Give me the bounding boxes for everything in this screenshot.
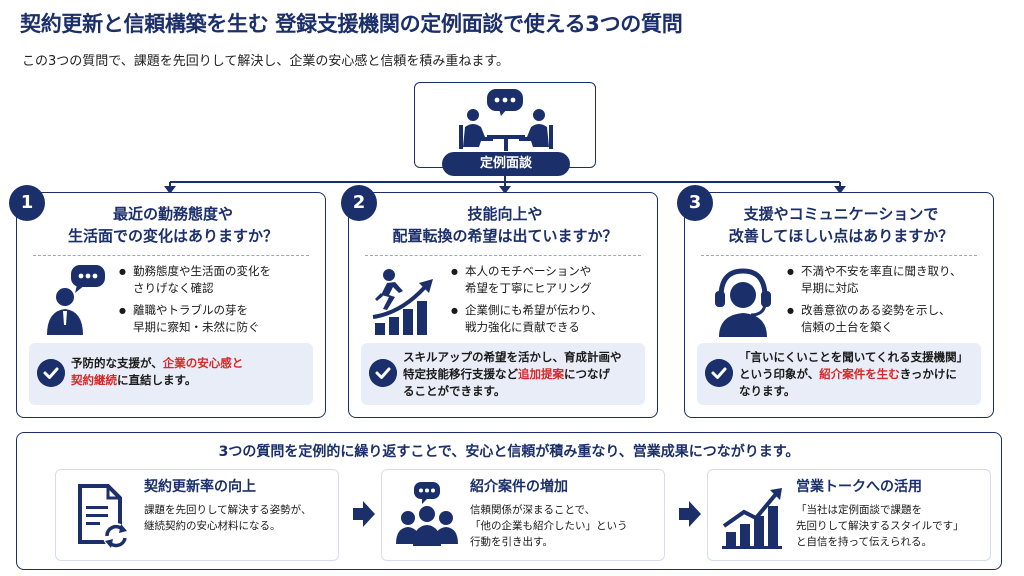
dashed-divider	[33, 255, 309, 256]
number-badge: 1	[9, 185, 45, 221]
callout-text: 予防的な支援が、企業の安心感と 契約継続に直結します。	[71, 356, 244, 387]
check-icon	[369, 359, 397, 387]
check-icon	[705, 359, 733, 387]
bullet-item: 企業側にも希望が伝わり、 戦力強化に貢献できる	[451, 302, 651, 336]
outcome-card-renewal: 契約更新率の向上 課題を先回りして解決する姿勢が、 継続契約の安心材料になる。	[55, 469, 339, 561]
arrow-right-icon	[353, 501, 375, 527]
number-badge: 2	[341, 185, 377, 221]
bullet-list: 本人のモチベーションや 希望を丁寧にヒアリング 企業側にも希望が伝わり、 戦力強…	[451, 263, 651, 341]
arrow-right-icon	[679, 501, 701, 527]
check-icon	[37, 359, 65, 387]
group-speech-icon	[396, 482, 458, 546]
outcome-title: 契約更新率の向上	[144, 479, 256, 495]
dashed-divider	[365, 255, 641, 256]
benefit-callout: 予防的な支援が、企業の安心感と 契約継続に直結します。	[29, 343, 313, 405]
meeting-icon	[459, 89, 553, 151]
bullet-item: 本人のモチベーションや 希望を丁寧にヒアリング	[451, 263, 651, 297]
regular-meeting-label: 定例面談	[442, 152, 570, 176]
outcomes-panel: 3つの質問を定例的に繰り返すことで、安心と信頼が積み重なり、営業成果につながりま…	[16, 432, 1002, 570]
connector-lines	[164, 176, 846, 194]
outcome-title: 紹介案件の増加	[470, 479, 568, 495]
question-card-2: 2 技能向上や 配置転換の希望は出ていますか？ 本人のモチベーションや 希望を丁…	[341, 185, 658, 418]
outcomes-headline: 3つの質問を定例的に繰り返すことで、安心と信頼が積み重なり、営業成果につながりま…	[218, 444, 800, 460]
bullet-item: 離職やトラブルの芽を 早期に察知・未然に防ぐ	[119, 302, 319, 336]
question-card-1: 1 最近の勤務態度や 生活面での変化はありますか？ 勤務態度や生活面の変化を さ…	[9, 185, 326, 418]
question-title: 支援やコミュニケーションで 改善してほしい点はありますか？	[728, 205, 954, 245]
dashed-divider	[701, 255, 977, 256]
outcome-card-referrals: 紹介案件の増加 信頼関係が深まることで、 「他の企業も紹介したい」という 行動を…	[381, 469, 665, 561]
headset-operator-icon	[715, 268, 771, 337]
bullet-list: 勤務態度や生活面の変化を さりげなく確認 離職やトラブルの芽を 早期に察知・未然…	[119, 263, 319, 341]
question-title: 最近の勤務態度や 生活面での変化はありますか？	[67, 205, 278, 245]
benefit-callout: 「言いにくいことを聞いてくれる支援機関」 という印象が、紹介案件を生むきっかけに…	[697, 343, 981, 405]
document-renew-icon	[78, 484, 129, 549]
bullet-item: 改善意欲のある姿勢を示し、 信頼の土台を築く	[787, 302, 987, 336]
growth-runner-icon	[372, 269, 433, 335]
benefit-callout: スキルアップの希望を活かし、育成計画や 特定技能移行支援など追加提案につなげ る…	[361, 343, 645, 405]
callout-text: 「言いにくいことを聞いてくれる支援機関」 という印象が、紹介案件を生むきっかけに…	[739, 350, 969, 398]
bullet-item: 不満や不安を率直に聞き取り、 早期に対応	[787, 263, 987, 297]
question-title: 技能向上や 配置転換の希望は出ていますか？	[392, 205, 618, 245]
bullet-list: 不満や不安を率直に聞き取り、 早期に対応 改善意欲のある姿勢を示し、 信頼の土台…	[787, 263, 987, 341]
outcome-card-sales-talk: 営業トークへの活用 「当社は定例面談で課題を 先回りして解決するスタイルです」 …	[707, 469, 991, 561]
outcome-text: 「当社は定例面談で課題を 先回りして解決するスタイルです」 と自信を持って伝えら…	[796, 504, 964, 548]
growth-chart-icon	[722, 488, 782, 549]
page-subtitle: この3つの質問で、課題を先回りして解決し、企業の安心感と信頼を積み重ねます。	[22, 54, 510, 69]
callout-text: スキルアップの希望を活かし、育成計画や 特定技能移行支援など追加提案につなげ る…	[403, 350, 622, 398]
page-title: 契約更新と信頼構築を生む 登録支援機関の定例面談で使える3つの質問	[20, 12, 683, 36]
question-card-3: 3 支援やコミュニケーションで 改善してほしい点はありますか？ 不満や不安を率直…	[677, 185, 994, 418]
outcome-text: 課題を先回りして解決する姿勢が、 継続契約の安心材料になる。	[144, 504, 312, 532]
consultant-speech-icon	[47, 265, 105, 335]
outcome-text: 信頼関係が深まることで、 「他の企業も紹介したい」という 行動を引き出す。	[470, 504, 628, 548]
outcome-title: 営業トークへの活用	[796, 479, 922, 495]
number-badge: 3	[677, 185, 713, 221]
bullet-item: 勤務態度や生活面の変化を さりげなく確認	[119, 263, 319, 297]
